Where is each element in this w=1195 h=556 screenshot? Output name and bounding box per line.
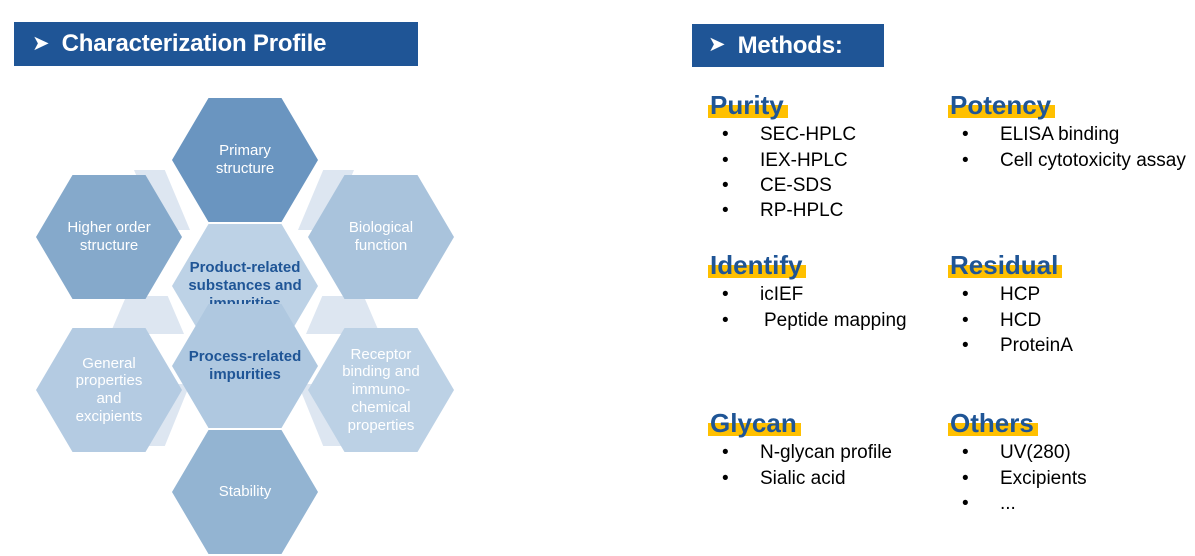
method-title-purity: Purity bbox=[710, 90, 784, 120]
bullet-glyph: • bbox=[962, 149, 969, 171]
bullet-glyph: • bbox=[962, 492, 969, 514]
method-group-purity: Purity • SEC-HPLC • IEX-HPLC • CE-SDS • RP-H… bbox=[708, 90, 948, 225]
methods-grid: Purity • SEC-HPLC • IEX-HPLC • CE-SDS • RP-H… bbox=[700, 90, 1195, 556]
highlight-bar bbox=[708, 265, 807, 279]
bullet-glyph: • bbox=[722, 124, 729, 146]
method-group-glycan: Glycan • N-glycan profile • Sialic acid bbox=[708, 408, 948, 492]
list-item-label: CE-SDS bbox=[760, 174, 832, 196]
list-item[interactable]: • ProteinA bbox=[948, 334, 1195, 358]
list-item[interactable]: • SEC-HPLC bbox=[708, 123, 948, 147]
hexagon-stability-label: Stability bbox=[218, 483, 272, 501]
bullet-glyph: • bbox=[722, 442, 729, 464]
method-list-purity: • SEC-HPLC • IEX-HPLC • CE-SDS • RP-HPLC bbox=[708, 123, 948, 223]
highlight-bar bbox=[948, 105, 1056, 119]
list-item[interactable]: • Sialic acid bbox=[708, 467, 948, 491]
method-list-potency: • ELISA binding • Cell cytotoxicity assay bbox=[948, 123, 1195, 173]
list-item[interactable]: • UV(280) bbox=[948, 441, 1195, 465]
list-item-label: Peptide mapping bbox=[764, 309, 907, 331]
method-title-wrap-others: Others bbox=[948, 408, 1038, 438]
bullet-glyph: • bbox=[962, 309, 969, 331]
method-group-potency: Potency • ELISA binding • Cell cytotoxicit… bbox=[948, 90, 1195, 174]
list-item-label: RP-HPLC bbox=[760, 200, 844, 222]
bullet-glyph: • bbox=[962, 467, 969, 489]
list-item-label: ProteinA bbox=[1000, 334, 1073, 356]
list-item[interactable]: • IEX-HPLC bbox=[708, 149, 948, 173]
list-item[interactable]: • icIEF bbox=[708, 283, 948, 307]
list-item[interactable]: • RP-HPLC bbox=[708, 199, 948, 223]
bullet-glyph: • bbox=[722, 284, 729, 306]
method-group-residual: Residual • HCP • HCD • ProteinA bbox=[948, 250, 1195, 359]
list-item-label: ELISA binding bbox=[1000, 124, 1120, 146]
list-item-label: IEX-HPLC bbox=[760, 149, 848, 171]
list-item[interactable]: • CE-SDS bbox=[708, 174, 948, 198]
method-list-identify: • icIEF • Peptide mapping bbox=[708, 283, 948, 333]
arrow-right-icon: ➤ bbox=[708, 33, 726, 56]
list-item-label: Cell cytotoxicity assay bbox=[1000, 149, 1186, 171]
method-list-residual: • HCP • HCD • ProteinA bbox=[948, 283, 1195, 358]
method-title-potency: Potency bbox=[950, 90, 1052, 120]
methods-title: Methods: bbox=[737, 31, 843, 59]
list-item-label: N-glycan profile bbox=[760, 442, 892, 464]
bullet-glyph: • bbox=[962, 442, 969, 464]
list-item[interactable]: • HCD bbox=[948, 309, 1195, 333]
method-group-identify: Identify • icIEF • Peptide mapping bbox=[708, 250, 948, 334]
methods-header: ➤ Methods: bbox=[692, 24, 884, 67]
bullet-glyph: • bbox=[962, 124, 969, 146]
arrow-right-icon: ➤ bbox=[32, 31, 50, 55]
list-item[interactable]: • N-glycan profile bbox=[708, 441, 948, 465]
list-item-label: SEC-HPLC bbox=[760, 124, 857, 146]
list-item-label: UV(280) bbox=[1000, 442, 1071, 464]
method-group-others: Others • UV(280) • Excipients •... bbox=[948, 408, 1195, 517]
method-title-wrap-glycan: Glycan bbox=[708, 408, 801, 438]
method-title-wrap-residual: Residual bbox=[948, 250, 1063, 280]
method-title-others: Others bbox=[950, 408, 1034, 438]
list-item[interactable]: • ELISA binding bbox=[948, 123, 1195, 147]
bullet-glyph: • bbox=[962, 334, 969, 356]
list-item[interactable]: • Excipients bbox=[948, 467, 1195, 491]
list-item[interactable]: •... bbox=[948, 492, 1195, 516]
highlight-bar bbox=[948, 265, 1063, 279]
list-item-label: HCP bbox=[1000, 284, 1041, 306]
bullet-glyph: • bbox=[722, 149, 729, 171]
method-title-glycan: Glycan bbox=[710, 408, 797, 438]
list-item-label: icIEF bbox=[760, 284, 804, 306]
highlight-bar bbox=[708, 423, 801, 437]
method-list-glycan: • N-glycan profile • Sialic acid bbox=[708, 441, 948, 491]
list-item-label: Sialic acid bbox=[760, 467, 846, 489]
list-item[interactable]: • HCP bbox=[948, 283, 1195, 307]
method-title-wrap-potency: Potency bbox=[948, 90, 1056, 120]
list-item-label: HCD bbox=[1000, 309, 1042, 331]
hexagon-stability[interactable]: Stability bbox=[172, 430, 318, 554]
list-item-label: ... bbox=[1000, 492, 1016, 514]
characterization-profile-title: Characterization Profile bbox=[61, 30, 327, 57]
highlight-bar bbox=[708, 105, 788, 119]
highlight-bar bbox=[948, 423, 1038, 437]
bullet-glyph: • bbox=[962, 284, 969, 306]
method-title-identify: Identify bbox=[710, 250, 803, 280]
characterization-profile-header: ➤ Characterization Profile bbox=[14, 22, 418, 66]
list-item[interactable]: • Cell cytotoxicity assay bbox=[948, 149, 1195, 173]
bullet-glyph: • bbox=[722, 200, 729, 222]
bullet-glyph: • bbox=[722, 174, 729, 196]
bullet-glyph: • bbox=[722, 467, 729, 489]
list-item-label: Excipients bbox=[1000, 467, 1087, 489]
method-title-wrap-identify: Identify bbox=[708, 250, 807, 280]
method-title-wrap-purity: Purity bbox=[708, 90, 788, 120]
method-title-residual: Residual bbox=[950, 250, 1059, 280]
list-item[interactable]: • Peptide mapping bbox=[708, 309, 948, 333]
bullet-glyph: • bbox=[722, 309, 729, 331]
method-list-others: • UV(280) • Excipients •... bbox=[948, 441, 1195, 516]
